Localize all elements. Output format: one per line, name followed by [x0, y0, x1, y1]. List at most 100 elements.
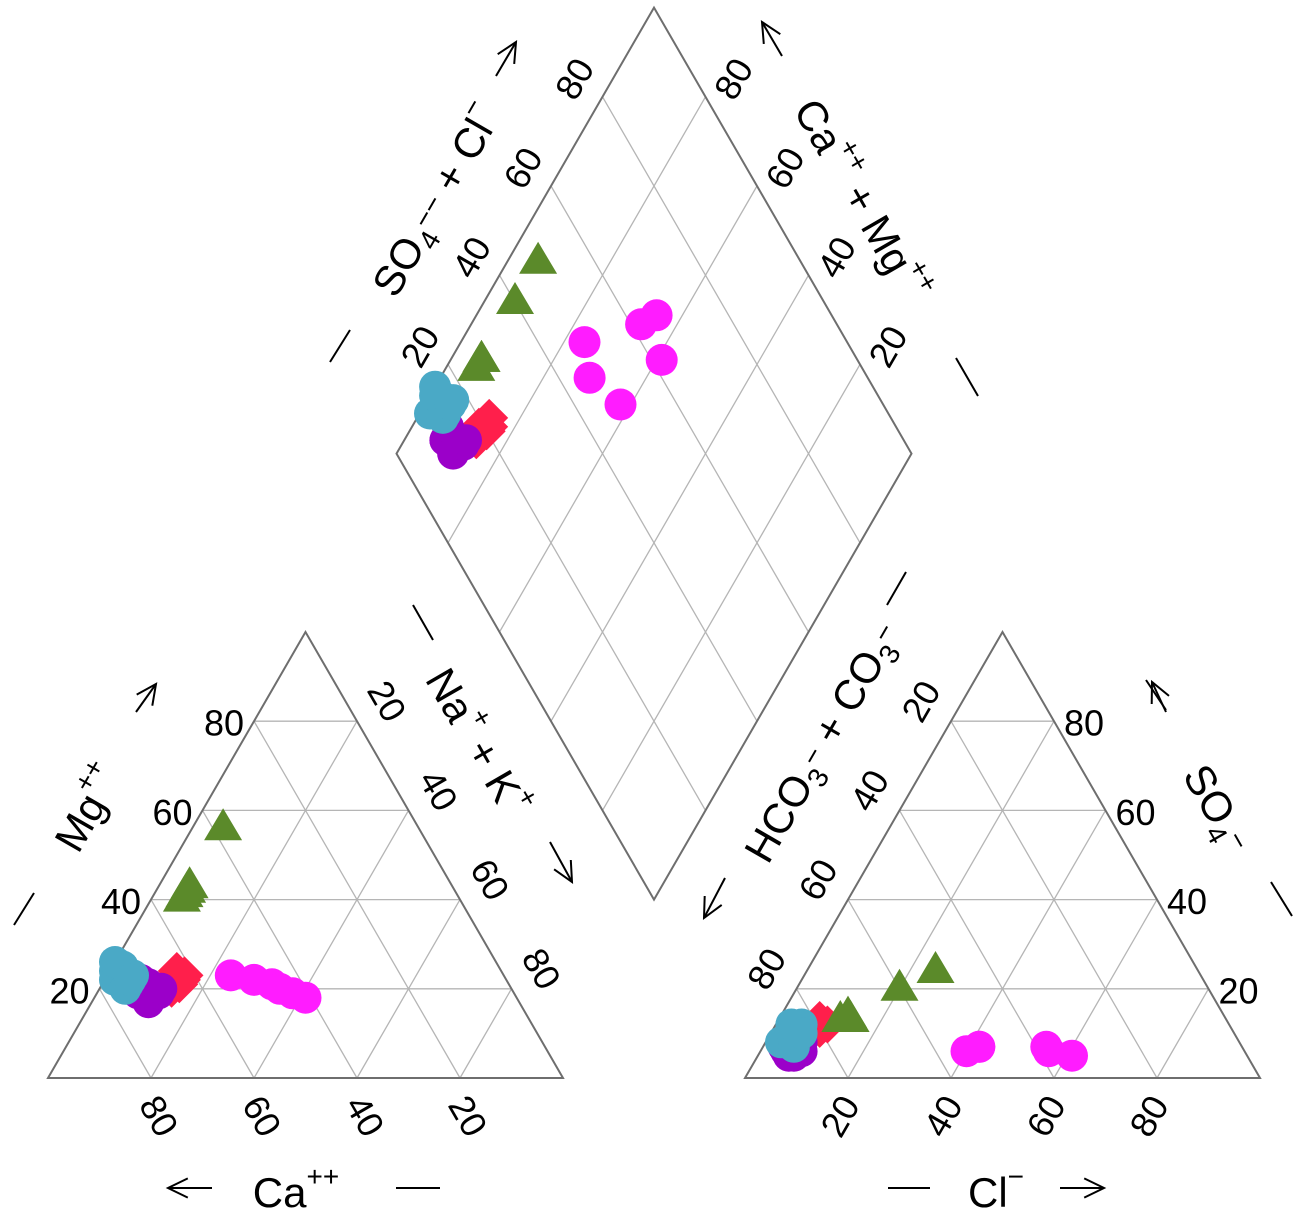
axis-label-mg: Mg++	[38, 753, 131, 859]
tick-hco3: 20	[893, 674, 949, 729]
grid-line	[601, 96, 861, 544]
dash-so4	[1270, 881, 1293, 917]
tick-hco3: 80	[739, 941, 795, 996]
grid-line	[550, 185, 810, 633]
tick-mg: 80	[204, 703, 244, 744]
tick-camg: 40	[809, 230, 865, 285]
cation-triangle-frame	[46, 630, 565, 1079]
tick-cl: 80	[1121, 1088, 1177, 1143]
axis-label-ca: Ca++	[253, 1161, 339, 1216]
tick-cl: 20	[812, 1088, 868, 1143]
arrow-so4	[1151, 681, 1167, 713]
tick-nak: 20	[359, 674, 415, 729]
data-point	[785, 1017, 818, 1050]
axis-label-so4cl: SO4−− + Cl−	[356, 92, 515, 307]
grid-line	[1156, 988, 1210, 1079]
tick-so4: 60	[1116, 792, 1156, 833]
dash-camg	[955, 357, 979, 397]
grid-lines	[98, 96, 1210, 1079]
grid-line	[253, 720, 461, 1079]
data-point	[1056, 1039, 1088, 1072]
data-point	[604, 388, 637, 421]
tick-camg: 80	[706, 51, 762, 106]
grid-line	[150, 720, 358, 1079]
dash-nak	[412, 604, 434, 641]
arrow-ca-head	[165, 1177, 189, 1199]
data-point	[821, 1000, 860, 1032]
arrow-mg	[135, 683, 157, 713]
tick-mg: 40	[101, 881, 141, 922]
tick-ca: 40	[337, 1088, 393, 1143]
data-point	[289, 981, 322, 1014]
arrow-so4-head	[1150, 679, 1170, 705]
tick-hco3: 60	[790, 852, 846, 907]
data-point	[204, 808, 243, 841]
tick-nak: 80	[514, 941, 570, 996]
tick-nak: 60	[462, 852, 518, 907]
grid-line	[201, 810, 358, 1079]
arrow-hco3-head	[702, 895, 723, 921]
data-point	[114, 963, 147, 996]
axis-labels: Ca++Cl−Mg++Na+ + K+HCO3− + CO3−SO4−SO4−−…	[13, 20, 1293, 1216]
tick-ca: 60	[234, 1088, 290, 1143]
arrow-so4cl-head	[497, 40, 518, 64]
tick-nak: 40	[411, 763, 467, 818]
data-point	[573, 361, 606, 394]
arrow-nak-head	[553, 859, 574, 885]
tick-so4: 80	[1064, 703, 1104, 744]
data-point	[162, 879, 201, 912]
data-point	[457, 348, 496, 381]
grid-line	[459, 988, 513, 1079]
grid-line	[550, 274, 810, 722]
data-point	[145, 972, 178, 1005]
diamond-frame	[395, 5, 913, 902]
data-points	[99, 241, 1088, 1072]
axis-label-cl: Cl−	[968, 1161, 1024, 1216]
data-point	[880, 968, 919, 1001]
arrow-so4cl	[495, 41, 517, 77]
tick-camg: 20	[860, 319, 916, 374]
grid-line	[498, 274, 758, 722]
anion-triangle-frame	[743, 630, 1262, 1079]
grid-line	[601, 364, 861, 811]
tick-ca: 20	[440, 1088, 496, 1143]
tick-mg: 20	[49, 970, 89, 1011]
tick-camg: 60	[757, 140, 813, 195]
tick-so4cl: 20	[392, 319, 448, 374]
tick-so4cl: 40	[444, 230, 500, 285]
tick-so4: 40	[1167, 881, 1207, 922]
tick-mg: 60	[152, 792, 192, 833]
grid-line	[898, 810, 1055, 1079]
grid-line	[447, 96, 707, 544]
tick-cl: 60	[1018, 1088, 1074, 1143]
arrow-nak	[549, 841, 573, 883]
tick-ca: 80	[131, 1088, 187, 1143]
dash-hco3	[886, 571, 907, 606]
diagram-frames	[46, 5, 1262, 1079]
dash-so4cl	[329, 329, 351, 363]
tick-hco3: 40	[842, 763, 898, 818]
tick-cl: 40	[915, 1088, 971, 1143]
arrow-hco3	[703, 877, 726, 919]
axis-label-so4: SO4−	[1169, 756, 1261, 863]
grid-line	[98, 988, 152, 1079]
dash-mg	[13, 892, 35, 926]
grid-line	[847, 720, 1055, 1079]
arrow-camg-head	[760, 20, 781, 44]
data-point	[519, 241, 558, 274]
arrow-camg	[761, 21, 783, 57]
data-point	[496, 282, 534, 314]
tick-so4cl: 80	[547, 51, 603, 106]
data-point	[1030, 1030, 1063, 1063]
data-point	[568, 326, 601, 359]
data-point	[434, 388, 467, 421]
tick-so4: 20	[1219, 970, 1259, 1011]
data-point	[450, 424, 482, 457]
axis-label-hco3: HCO3− + CO3−	[735, 614, 915, 873]
data-point	[640, 299, 673, 332]
arrow-mg-head	[136, 682, 158, 706]
data-point	[645, 343, 678, 376]
data-point	[916, 951, 955, 983]
arrow-cl-head	[1083, 1177, 1107, 1199]
